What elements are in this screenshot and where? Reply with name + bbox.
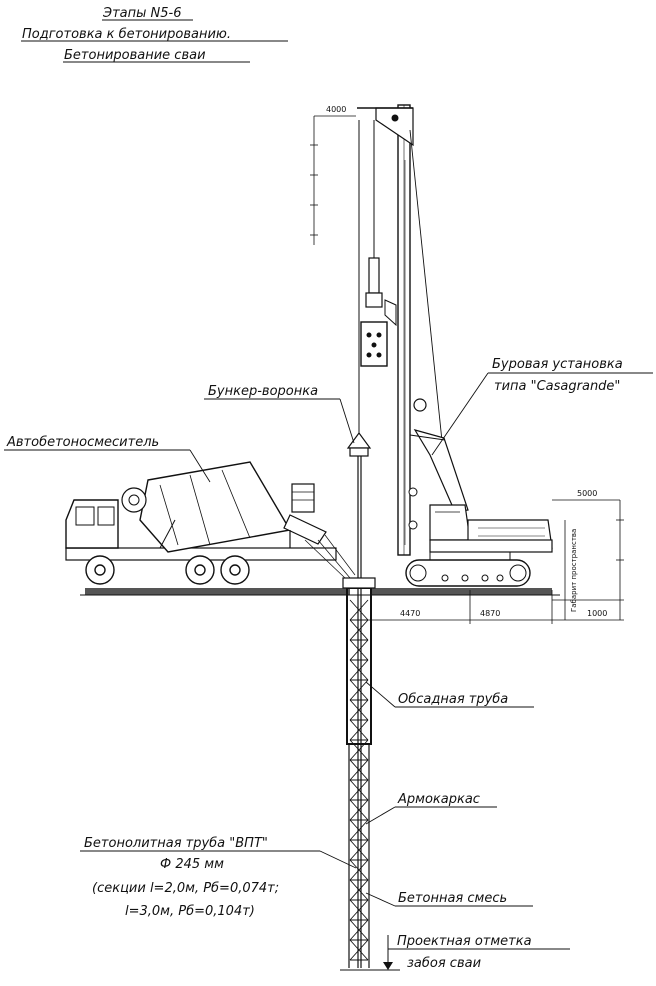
- label-mixer: Автобетоносмеситель: [6, 435, 159, 450]
- callout-hopper: Бункер-воронка: [204, 384, 355, 444]
- dim-right-width: 5000: [577, 489, 597, 498]
- label-concrete: Бетонная смесь: [398, 891, 507, 906]
- title-line-2: Подготовка к бетонированию.: [22, 27, 231, 42]
- dim-right: [350, 499, 624, 624]
- mixer-drum: [139, 461, 292, 553]
- drilling-rig: [357, 104, 553, 587]
- label-cage: Армокаркас: [397, 792, 480, 807]
- label-tremie-line-1: Бетонолитная труба "ВПТ": [84, 836, 268, 851]
- title-line-1: Этапы N5-6: [102, 6, 181, 21]
- title-block: Этапы N5-6 Подготовка к бетонированию. Б…: [21, 6, 288, 63]
- reinforcement-cage: [349, 599, 369, 961]
- dim-top-value: 4000: [326, 105, 346, 114]
- label-rig-line-2: типа "Casagrande": [494, 379, 620, 394]
- hopper-funnel: [346, 120, 372, 457]
- dim-right-vertical-note: Габарит пространства: [570, 529, 578, 612]
- label-tremie-line-4: l=3,0м, Рб=0,104т): [125, 904, 255, 919]
- callout-rig: Буровая установка типа "Casagrande": [431, 357, 653, 456]
- label-design-mark-line-2: забоя сваи: [407, 956, 481, 971]
- mixer-truck: [65, 461, 356, 585]
- label-casing: Обсадная труба: [398, 692, 508, 707]
- crawler-track: [405, 559, 531, 587]
- title-line-3: Бетонирование сваи: [64, 48, 206, 63]
- label-rig-line-1: Буровая установка: [492, 357, 623, 372]
- label-hopper: Бункер-воронка: [208, 384, 318, 399]
- callout-tremie: Бетонолитная труба "ВПТ" Ф 245 мм (секци…: [80, 836, 357, 919]
- callout-casing: Обсадная труба: [365, 681, 534, 708]
- dim-right-small: 1000: [587, 609, 607, 618]
- truck-wheels: [85, 555, 250, 585]
- callout-design-mark: Проектная отметка забоя сваи: [340, 934, 570, 971]
- callout-mixer: Автобетоносмеситель: [4, 435, 211, 483]
- concrete-flow: [304, 534, 356, 579]
- dim-top-left: [310, 115, 356, 245]
- label-tremie-line-2: Ф 245 мм: [160, 857, 224, 872]
- pile-bore: [342, 455, 376, 968]
- ground-line: [80, 588, 560, 596]
- dim-ground-left: 4470: [400, 609, 420, 618]
- callout-concrete: Бетонная смесь: [365, 891, 533, 907]
- label-design-mark-line-1: Проектная отметка: [397, 934, 532, 949]
- label-tremie-line-3: (секции l=2,0м, Рб=0,074т;: [92, 881, 279, 896]
- dim-ground-right: 4870: [480, 609, 500, 618]
- callout-cage: Армокаркас: [365, 792, 497, 825]
